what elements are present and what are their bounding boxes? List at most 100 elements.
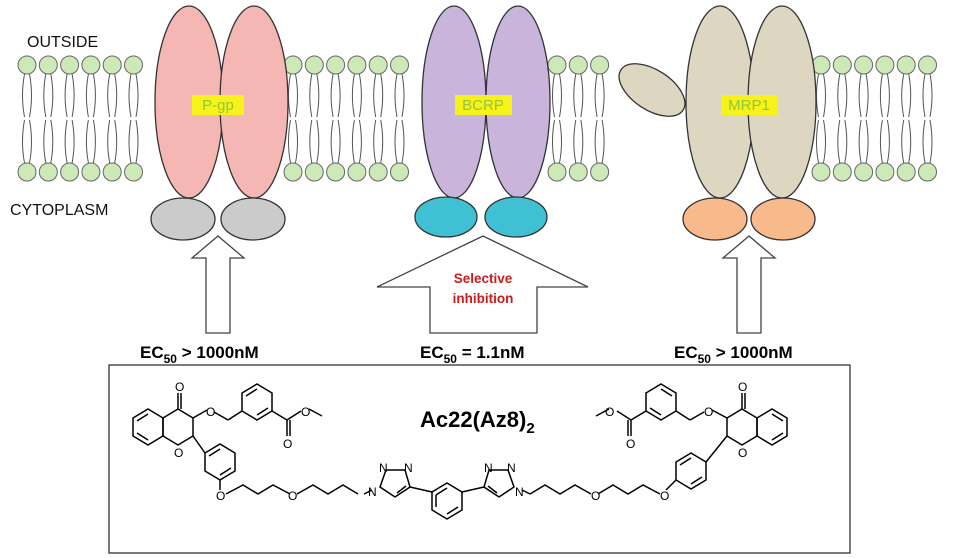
lipid-head: [81, 55, 101, 75]
mrp1-nucleotide-binding-domain: [750, 197, 816, 241]
lipid-tail: [373, 119, 377, 164]
lipid-tail: [901, 73, 905, 118]
chemical-structure: [132, 383, 788, 520]
lipid-tail: [295, 73, 298, 118]
atom-o: O: [704, 405, 713, 419]
lipid-tail: [844, 119, 848, 164]
lipid-tail: [358, 73, 362, 118]
atom-labels: O O O O O O O N N N N N N O O O O O O O: [174, 380, 747, 503]
bcrp-label-highlight: [455, 95, 512, 115]
lipid-head: [326, 162, 346, 182]
lipid-tail: [309, 119, 313, 164]
lipid-tail: [837, 73, 841, 118]
lipid-head: [832, 55, 852, 75]
lipid-tail: [316, 73, 320, 118]
atom-o: O: [605, 405, 614, 419]
lipid-head: [124, 162, 143, 182]
lipid-head: [17, 55, 37, 75]
lipid-tail: [107, 119, 111, 164]
lipid-tail: [358, 119, 362, 164]
lipid-head: [568, 55, 588, 75]
atom-o: O: [626, 437, 635, 451]
lipid-tail: [330, 73, 334, 118]
atom-o: O: [174, 446, 183, 460]
lipid-tail: [823, 73, 826, 118]
atom-o: O: [301, 405, 310, 419]
lipid-head: [17, 162, 37, 182]
lipid-head: [918, 162, 937, 182]
lipid-head: [590, 162, 610, 182]
lipid-tail: [351, 73, 355, 118]
pgp-label-highlight: [192, 95, 244, 115]
lipid-tail: [29, 119, 32, 164]
lipid-tail: [594, 73, 598, 118]
atom-n: N: [515, 485, 524, 499]
lipid-head: [875, 162, 895, 182]
lipid-tail: [865, 119, 869, 164]
lipid-tail: [107, 73, 111, 118]
bcrp-nucleotide-binding-domain: [414, 196, 478, 238]
pgp-label: P-gp: [202, 97, 234, 114]
atom-o: O: [591, 489, 600, 503]
lipid-tail: [886, 119, 890, 164]
selective-inhibition-line1: Selective: [454, 271, 513, 286]
lipid-head: [390, 162, 409, 182]
lipid-tail: [929, 119, 933, 164]
lipid-tail: [401, 73, 405, 118]
lipid-tail: [844, 73, 848, 118]
bcrp-transporter: BCRP: [414, 5, 551, 238]
lipid-tail: [309, 73, 313, 118]
mrp1-ec50-label: EC50 > 1000nM: [674, 343, 793, 366]
lipid-tail: [580, 73, 584, 118]
lipid-head: [590, 55, 610, 75]
lipid-tail: [92, 119, 96, 164]
lipid-head: [102, 55, 122, 75]
lipid-head: [283, 162, 303, 182]
lipid-head: [568, 162, 588, 182]
outside-label: OUTSIDE: [27, 34, 98, 51]
lipid-head: [875, 55, 895, 75]
lipid-tail: [288, 73, 291, 118]
lipid-tail: [901, 119, 905, 164]
lipid-tail: [380, 119, 384, 164]
lipid-bilayer: [17, 55, 937, 182]
lipid-tail: [288, 119, 291, 164]
lipid-tail: [71, 119, 75, 164]
lipid-tail: [559, 73, 562, 118]
lipid-tail: [394, 73, 398, 118]
lipid-tail: [64, 73, 68, 118]
lipid-head: [832, 162, 852, 182]
lipid-tail: [330, 119, 334, 164]
lipid-tail: [823, 119, 826, 164]
mrp1-transporter: MRP1: [618, 5, 817, 241]
atom-o: O: [738, 380, 747, 394]
lipid-tail: [316, 119, 320, 164]
lipid-head: [854, 162, 874, 182]
lipid-head: [390, 55, 409, 75]
atom-o: O: [660, 489, 669, 503]
atom-o: O: [206, 405, 215, 419]
lipid-tail: [50, 119, 54, 164]
lipid-tail: [601, 119, 605, 164]
lipid-tail: [64, 119, 68, 164]
selective-inhibition-line2: inhibition: [453, 291, 514, 306]
lipid-head: [102, 162, 122, 182]
lipid-tail: [594, 119, 598, 164]
lipid-head: [38, 55, 58, 75]
lipid-tail: [922, 73, 926, 118]
lipid-head: [347, 162, 367, 182]
lipid-tail: [92, 73, 96, 118]
compound-structure-box: [108, 364, 851, 554]
lipid-tail: [351, 119, 355, 164]
lipid-tail: [135, 73, 139, 118]
bcrp-label: BCRP: [462, 97, 504, 114]
atom-n: N: [507, 461, 516, 475]
lipid-tail: [816, 73, 819, 118]
atom-n: N: [379, 461, 388, 475]
lipid-tail: [580, 119, 584, 164]
pgp-transporter: P-gp: [150, 5, 289, 241]
lipid-head: [547, 55, 567, 75]
lipid-tail: [29, 73, 32, 118]
lipid-head: [547, 162, 567, 182]
